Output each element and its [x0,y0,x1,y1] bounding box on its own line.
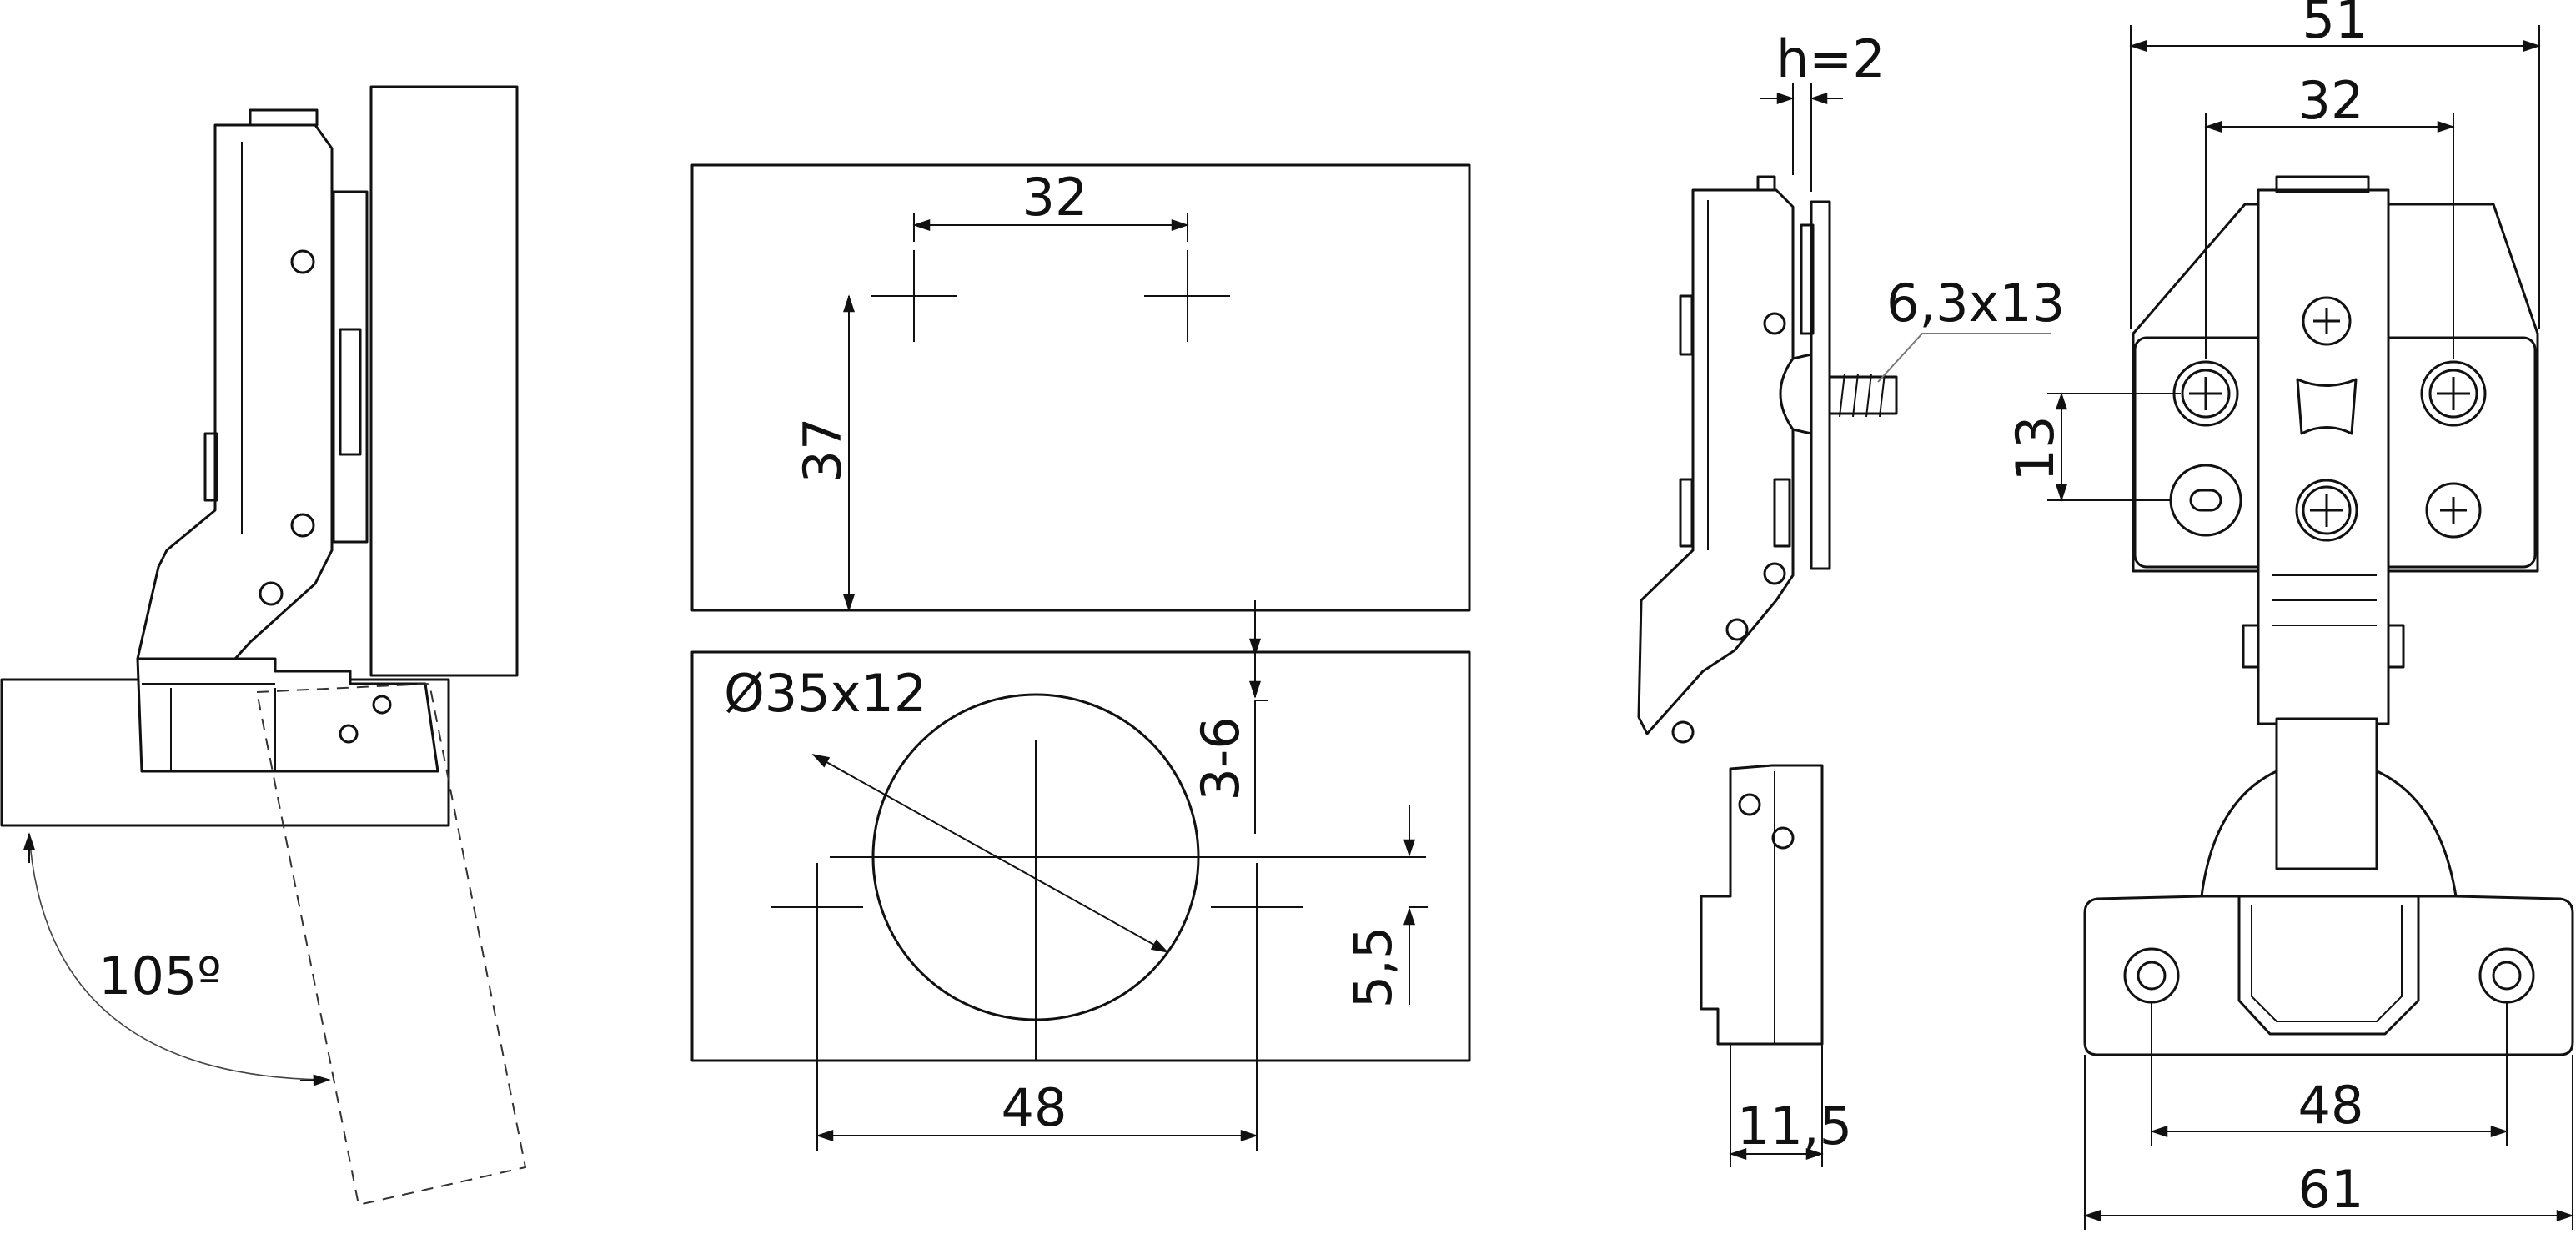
dim-11-5: 11,5 [1737,1096,1852,1156]
frame-panel [690,163,1471,612]
cup-base-front [2083,895,2574,1056]
dim-5-5: 5,5 [1343,926,1403,1009]
hinge-arm [136,123,334,660]
door-panel [369,85,519,677]
screw-center [2295,479,2358,542]
dim-h-2: h=2 [1776,28,1886,89]
dim-diameter: Ø35x12 [724,663,926,724]
screw [1828,373,1898,418]
hinge-cup-profile [1700,764,1824,1046]
dim-48-hinge: 48 [2298,1075,2364,1136]
adjust-screw-right [2420,360,2487,427]
dim-32-hinge: 32 [2298,70,2364,131]
dim-32-plate: 32 [1022,167,1088,228]
angle-arc [28,833,326,1081]
angle-label: 105º [98,946,222,1006]
screw-top [2302,296,2352,346]
rivet [290,513,315,538]
screw-label: 6,3x13 [1886,273,2065,334]
front-view: 51 32 13 48 61 [2005,0,2574,1230]
drilling-plan: 32 37 Ø35x12 48 3-6 5,5 [690,163,1471,1151]
dim-61: 61 [2298,1159,2364,1220]
adjust-screw-left [2172,360,2239,427]
dim-3-6: 3-6 [1190,716,1251,800]
rivet [259,581,284,606]
side-profile-view: 6,3x13 h=2 11,5 [1637,28,2065,1167]
dim-13: 13 [2005,416,2066,482]
side-view-opening-angle: 105º [0,85,527,1206]
hinge-arm-profile [1637,188,1795,735]
hinge-arm-front [2257,188,2390,725]
dim-51: 51 [2302,0,2368,50]
dim-48-plate: 48 [1002,1077,1067,1138]
door-drilling-panel [690,650,1471,1062]
screw-right-lower [2425,482,2482,539]
door-open-position [255,682,527,1206]
rivet [290,249,315,274]
dim-37: 37 [792,418,853,484]
